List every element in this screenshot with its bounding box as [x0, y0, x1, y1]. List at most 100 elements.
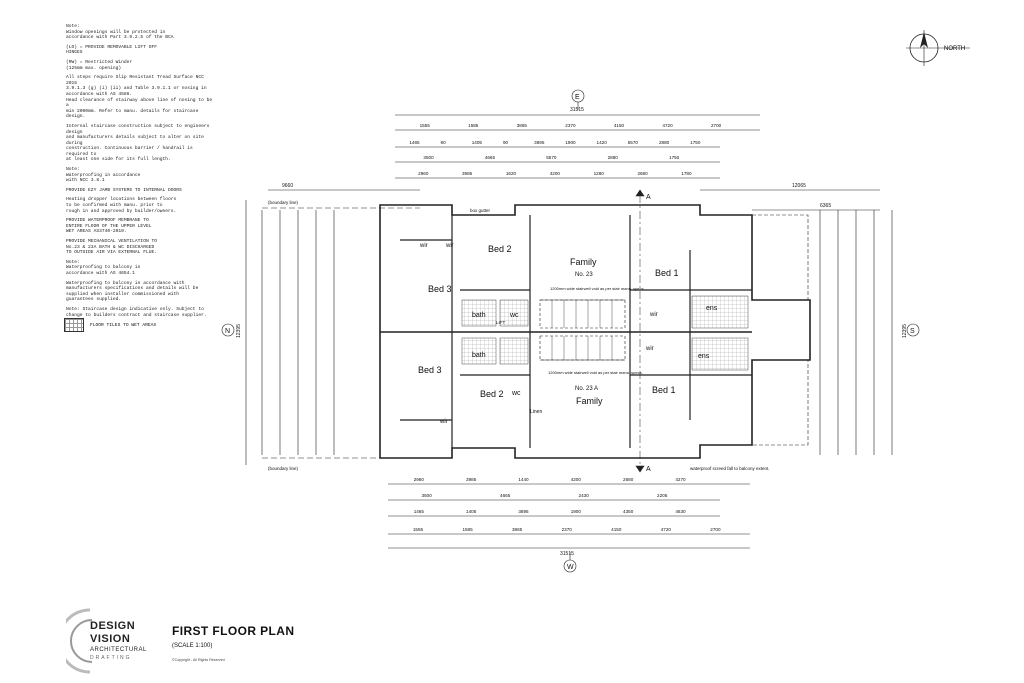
dimension-value: 2960: [414, 477, 425, 482]
dimension-value: 3895: [534, 140, 545, 145]
dimension-value: 1555: [413, 527, 424, 532]
dimension-value: 1620: [506, 171, 517, 176]
dimension-value: 1405: [466, 509, 477, 514]
dimension-value: 1750: [669, 155, 680, 160]
dimension-value: 3500: [422, 493, 433, 498]
dimension-value: 1465: [409, 140, 420, 145]
note: Heating dropper locations between floors…: [66, 197, 177, 214]
dimension-value: 2700: [710, 527, 721, 532]
note: Note: Staircase design indicative only. …: [66, 306, 207, 318]
dimension-value: 1405: [472, 140, 483, 145]
elevation-label-bottom: W: [567, 564, 574, 571]
dim-overall-top: 31515: [570, 107, 584, 113]
dimension-value: 3895: [518, 509, 529, 514]
dimension-value: 3865: [512, 527, 523, 532]
elevation-label-right: S: [910, 328, 915, 335]
boundary-label-top: (boundary line): [268, 200, 299, 205]
dimension-value: 3985: [466, 477, 477, 482]
dimension-value: 4150: [614, 123, 625, 128]
dimension-value: 1420: [597, 140, 608, 145]
room-lift: LIFT: [496, 320, 506, 325]
dimension-value: 1585: [462, 527, 473, 532]
dimension-value: 3500: [423, 155, 434, 160]
dimension-value: 90: [503, 140, 509, 145]
room-bed2-bottom: Bed 2: [480, 389, 504, 399]
balcony-note: waterproof screed fall to balcony extent…: [690, 466, 770, 471]
section-label-top: A: [646, 194, 651, 201]
room-bed1-bottom: Bed 1: [652, 385, 676, 395]
note: Note: Window openings will be protected …: [66, 24, 174, 41]
dimension-value: 2880: [608, 155, 619, 160]
room-bath-bottom: bath: [472, 352, 486, 359]
dimension-value: 1750: [690, 140, 701, 145]
dimension-value: 4630: [675, 509, 686, 514]
dimension-value: 1555: [420, 123, 431, 128]
dimension-value: 4150: [611, 527, 622, 532]
room-ens-bottom: ens: [698, 353, 710, 360]
dimension-value: 3985: [462, 171, 473, 176]
room-bed1-top: Bed 1: [655, 268, 679, 278]
dimension-value: 1900: [565, 140, 576, 145]
dimension-value: 4720: [662, 123, 673, 128]
dimension-value: 2205: [657, 493, 668, 498]
dim-right-inner: 6365: [820, 203, 831, 209]
plan-title: FIRST FLOOR PLAN: [172, 624, 295, 638]
dimension-value: 2370: [565, 123, 576, 128]
room-bed3-bottom: Bed 3: [418, 365, 442, 375]
dimension-value: 1780: [681, 171, 692, 176]
room-family-bottom: Family: [576, 396, 603, 406]
dimension-value: 2430: [579, 493, 590, 498]
dimension-value: 2960: [418, 171, 429, 176]
room-wir: wir: [649, 312, 658, 318]
logo-mark-icon: [66, 608, 93, 674]
note: PROVIDE EZY JAMB SYSTEMS TO INTERNAL DOO…: [66, 187, 182, 193]
company-logo: DESIGN VISION ARCHITECTURAL DRAFTING: [66, 606, 156, 676]
dimension-value: 1440: [518, 477, 529, 482]
logo-design: DESIGN: [90, 620, 136, 632]
room-wc-bottom: wc: [511, 390, 521, 397]
dimension-value: 2680: [637, 171, 648, 176]
dimension-value: 5570: [628, 140, 639, 145]
dimension-value: 4665: [485, 155, 496, 160]
box-gutter-label: box gutter: [470, 208, 491, 213]
dimension-value: 5570: [546, 155, 557, 160]
dimension-value: 2700: [711, 123, 722, 128]
dimension-value: 2370: [562, 527, 573, 532]
dimension-value: 4665: [500, 493, 511, 498]
logo-vision: VISION: [90, 633, 131, 645]
copyright-notice: ©Copyright - All Rights Reserved: [172, 658, 225, 662]
dimension-value: 4350: [623, 509, 634, 514]
note: (RW) = Restricted Winder (125mm max. ope…: [66, 59, 133, 71]
dimension-value: 1585: [468, 123, 479, 128]
dimension-value: 4200: [571, 477, 582, 482]
room-linen: Linen: [530, 409, 542, 415]
dimension-value: 2880: [659, 140, 670, 145]
room-family-top: Family: [570, 257, 597, 267]
dim-right-vertical: 12395: [902, 324, 908, 338]
note: PROVIDE MECHANICAL VENTILATION TO No.23 …: [66, 239, 157, 256]
room-wir: wir: [439, 419, 448, 425]
section-label-bottom: A: [646, 466, 651, 473]
stairwell-note-bottom: 1200mm wide stairwell void as per stair …: [548, 370, 643, 375]
logo-architectural: ARCHITECTURAL: [90, 647, 147, 653]
room-ens-top: ens: [706, 305, 718, 312]
note: Waterproofing to balcony in accordance w…: [66, 280, 199, 303]
note: (LO) = PROVIDE REMOVABLE LIFT OFF HINGES: [66, 44, 157, 56]
dimension-value: 1900: [571, 509, 582, 514]
note: PROVIDE WATERPROOF MEMBRANE TO ENTIRE FL…: [66, 218, 152, 235]
elevation-marker-right: [906, 323, 920, 337]
dim-left-overall: 9660: [282, 183, 293, 189]
room-family-top-number: No. 23: [575, 272, 593, 278]
elevation-label-left: N: [225, 328, 230, 335]
dimension-value: 1465: [414, 509, 425, 514]
note: Note: Waterproofing in accordance with N…: [66, 167, 141, 184]
room-bed3-top: Bed 3: [428, 284, 452, 294]
dimension-value: 1280: [594, 171, 605, 176]
dimension-value: 4720: [661, 527, 672, 532]
dim-overall-bottom: 31515: [560, 551, 574, 557]
dimension-value: 2680: [623, 477, 634, 482]
dimension-value: 90: [441, 140, 447, 145]
legend-label: FLOOR TILES TO WET AREAS: [90, 322, 157, 328]
elevation-label-top: E: [575, 94, 580, 101]
